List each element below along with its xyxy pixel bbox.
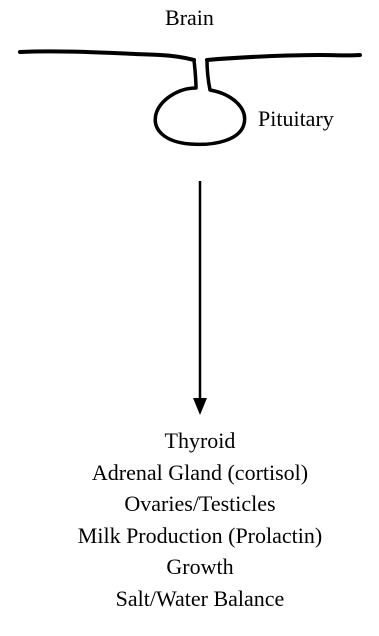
brain-boundary-line (20, 51, 360, 60)
target-milk-production: Milk Production (Prolactin) (0, 520, 379, 552)
target-gonads: Ovaries/Testicles (0, 488, 379, 520)
target-growth: Growth (0, 551, 379, 583)
brain-label: Brain (0, 5, 379, 31)
target-list: Thyroid Adrenal Gland (cortisol) Ovaries… (0, 425, 379, 614)
target-thyroid: Thyroid (0, 425, 379, 457)
target-adrenal: Adrenal Gland (cortisol) (0, 457, 379, 489)
target-salt-water: Salt/Water Balance (0, 583, 379, 615)
pituitary-label: Pituitary (258, 106, 334, 132)
arrowhead-icon (193, 398, 207, 415)
pituitary-gland-shape (155, 60, 244, 144)
